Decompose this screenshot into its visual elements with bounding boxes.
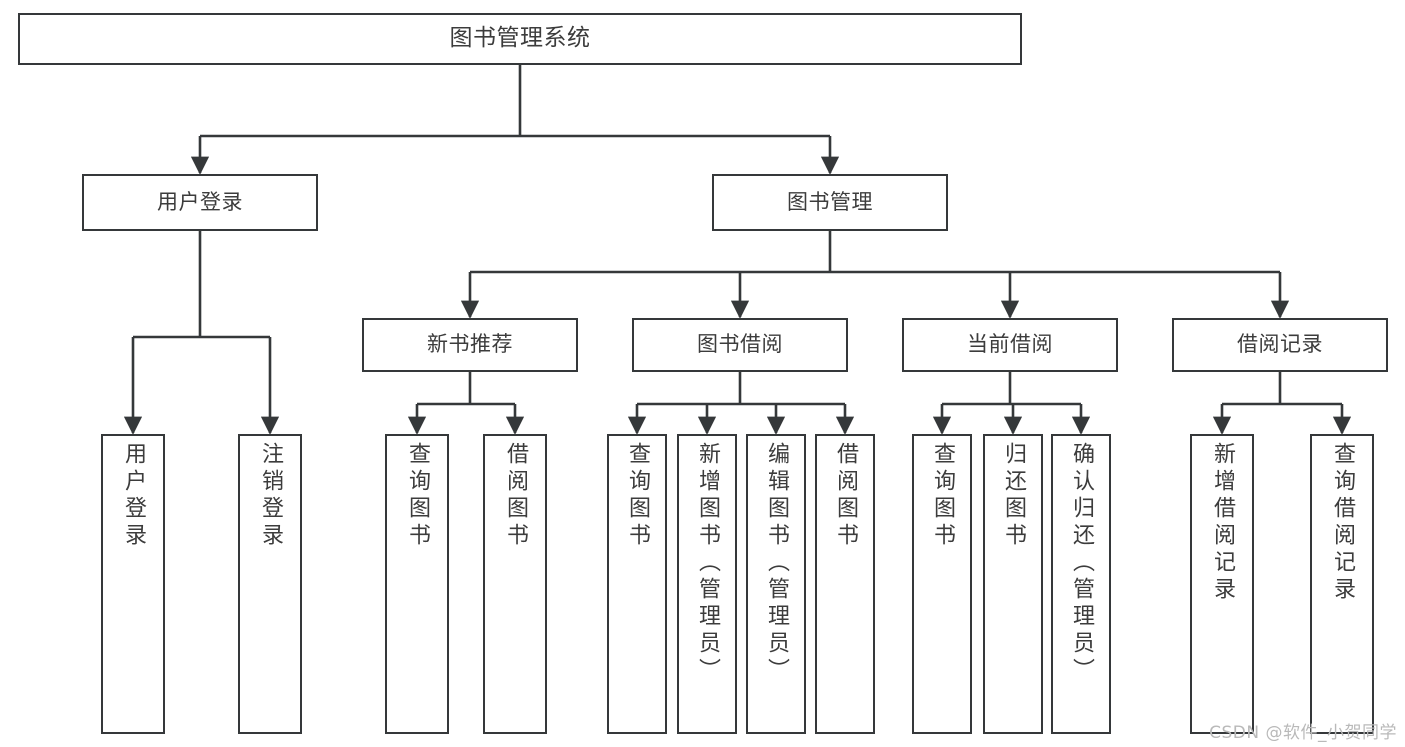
node-leaf-query-borrow-record-label: 查询借阅记录 [1330,442,1355,604]
node-current-borrow-label: 当前借阅 [967,332,1053,357]
node-book-manage[interactable]: 图书管理 [712,174,948,231]
node-leaf-query-book-3[interactable]: 查询图书 [912,434,972,734]
node-leaf-borrow-book-1-label: 借阅图书 [503,442,528,550]
node-user-login[interactable]: 用户登录 [82,174,318,231]
node-leaf-query-borrow-record[interactable]: 查询借阅记录 [1310,434,1374,734]
node-leaf-user-login[interactable]: 用户登录 [101,434,165,734]
node-root-label: 图书管理系统 [449,25,591,52]
node-leaf-user-login-label: 用户登录 [121,442,146,550]
node-leaf-query-book-1[interactable]: 查询图书 [385,434,449,734]
node-leaf-query-book-1-label: 查询图书 [405,442,430,550]
node-book-borrow-label: 图书借阅 [697,332,783,357]
node-user-login-label: 用户登录 [157,189,243,214]
node-leaf-edit-book[interactable]: 编辑图书（管理员） [746,434,806,734]
node-book-borrow[interactable]: 图书借阅 [632,318,848,372]
node-leaf-add-borrow-record-label: 新增借阅记录 [1210,442,1235,604]
node-leaf-add-borrow-record[interactable]: 新增借阅记录 [1190,434,1254,734]
node-leaf-query-book-2-label: 查询图书 [625,442,650,550]
node-leaf-borrow-book-2[interactable]: 借阅图书 [815,434,875,734]
node-leaf-edit-book-label: 编辑图书（管理员） [764,442,789,685]
node-new-book-recommend[interactable]: 新书推荐 [362,318,578,372]
node-leaf-return-book-label: 归还图书 [1001,442,1026,550]
node-borrow-record[interactable]: 借阅记录 [1172,318,1388,372]
watermark: CSDN @软件_小贺同学 [1209,723,1397,743]
node-book-manage-label: 图书管理 [787,189,873,214]
node-borrow-record-label: 借阅记录 [1237,332,1323,357]
node-leaf-confirm-return[interactable]: 确认归还（管理员） [1051,434,1111,734]
node-leaf-query-book-2[interactable]: 查询图书 [607,434,667,734]
node-new-book-recommend-label: 新书推荐 [427,332,513,357]
node-leaf-borrow-book-2-label: 借阅图书 [833,442,858,550]
node-current-borrow[interactable]: 当前借阅 [902,318,1118,372]
node-leaf-add-book[interactable]: 新增图书（管理员） [677,434,737,734]
node-leaf-add-book-label: 新增图书（管理员） [695,442,720,685]
node-leaf-borrow-book-1[interactable]: 借阅图书 [483,434,547,734]
node-leaf-query-book-3-label: 查询图书 [930,442,955,550]
node-leaf-logout-label: 注销登录 [258,442,283,550]
node-leaf-return-book[interactable]: 归还图书 [983,434,1043,734]
node-leaf-logout[interactable]: 注销登录 [238,434,302,734]
node-root[interactable]: 图书管理系统 [18,13,1022,65]
node-leaf-confirm-return-label: 确认归还（管理员） [1069,442,1094,685]
